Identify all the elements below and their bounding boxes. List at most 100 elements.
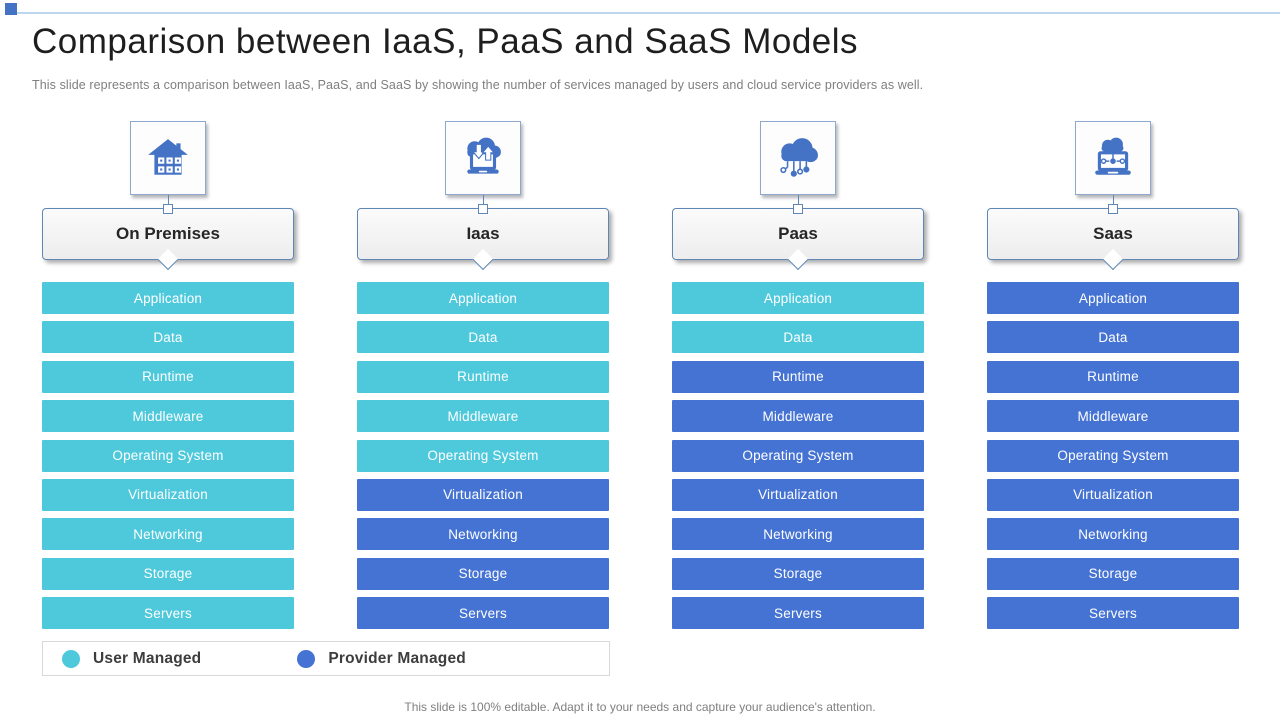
callout-notch <box>157 248 179 271</box>
connector-line <box>797 195 799 204</box>
column-paas: Paas Application Data Runtime Middleware… <box>672 121 924 630</box>
layer-row-label: Virtualization <box>758 487 838 503</box>
layer-row-application: Application <box>357 282 609 314</box>
layer-row-label: Application <box>448 290 518 306</box>
provider-managed-dot-icon <box>297 649 316 668</box>
layer-row-label: Runtime <box>457 369 509 385</box>
footer-note: This slide is 100% editable. Adapt it to… <box>404 700 876 714</box>
layer-row-label: Application <box>1078 290 1148 306</box>
layer-row-label: Servers <box>459 605 507 621</box>
comparison-columns: On Premises Application Data Runtime Mid… <box>42 121 1239 630</box>
user-managed-dot-icon <box>62 649 80 668</box>
layer-row-virtualization: Virtualization <box>357 478 609 511</box>
connector-line <box>482 195 484 204</box>
layer-row-application: Application <box>987 282 1239 314</box>
layer-row-networking: Networking <box>42 518 294 551</box>
iaas-icon-box <box>445 121 521 195</box>
layer-row-networking: Networking <box>672 518 924 551</box>
accent-square <box>5 3 17 15</box>
column-iaas: Iaas Application Data Runtime Middleware… <box>357 121 609 630</box>
layer-row-networking: Networking <box>987 518 1239 551</box>
layer-row-label: Networking <box>1078 526 1148 542</box>
column-header-iaas: Iaas <box>357 208 609 271</box>
layer-row-label: Runtime <box>1087 369 1139 385</box>
callout-notch <box>787 248 809 271</box>
connector-line <box>1112 195 1114 204</box>
layer-row-label: Storage <box>1088 566 1138 582</box>
layer-stack: Application Data Runtime Middleware Oper… <box>987 282 1239 630</box>
connector-square <box>1108 204 1118 214</box>
accent-line <box>17 12 1280 14</box>
layer-row-middleware: Middleware <box>42 400 294 433</box>
layer-row-operating-system: Operating System <box>42 439 294 472</box>
layer-row-label: Storage <box>458 566 508 582</box>
layer-row-label: Servers <box>1089 605 1137 621</box>
layer-row-label: Data <box>153 329 183 345</box>
layer-row-servers: Servers <box>987 597 1239 630</box>
connector-square <box>163 204 173 214</box>
callout-notch <box>472 248 494 271</box>
layer-row-application: Application <box>672 282 924 314</box>
building-icon <box>145 135 191 181</box>
column-header-label: Paas <box>778 224 818 243</box>
layer-row-label: Networking <box>763 526 833 542</box>
layer-stack: Application Data Runtime Middleware Oper… <box>672 282 924 630</box>
saas-icon-box <box>1075 121 1151 195</box>
column-header-label: Saas <box>1093 224 1133 243</box>
on-premises-icon-box <box>130 121 206 195</box>
laptop-cloud-icon <box>1090 135 1136 181</box>
layer-row-servers: Servers <box>42 597 294 630</box>
layer-row-label: Operating System <box>742 448 854 464</box>
layer-row-storage: Storage <box>987 557 1239 590</box>
layer-row-operating-system: Operating System <box>357 439 609 472</box>
layer-row-virtualization: Virtualization <box>42 478 294 511</box>
layer-row-label: Middleware <box>762 408 834 424</box>
layer-row-label: Storage <box>773 566 823 582</box>
column-header-label: Iaas <box>466 224 500 243</box>
column-on-premises: On Premises Application Data Runtime Mid… <box>42 121 294 630</box>
legend-item-provider-managed: Provider Managed <box>297 649 466 668</box>
layer-row-runtime: Runtime <box>672 360 924 393</box>
layer-row-data: Data <box>987 321 1239 354</box>
layer-row-operating-system: Operating System <box>987 439 1239 472</box>
legend-item-user-managed: User Managed <box>62 649 202 668</box>
layer-row-runtime: Runtime <box>987 360 1239 393</box>
connector-square <box>793 204 803 214</box>
layer-row-label: Data <box>783 329 813 345</box>
column-saas: Saas Application Data Runtime Middleware… <box>987 121 1239 630</box>
layer-row-label: Networking <box>448 526 518 542</box>
cloud-transfer-laptop-icon <box>460 135 506 181</box>
layer-row-data: Data <box>42 321 294 354</box>
layer-row-storage: Storage <box>42 557 294 590</box>
layer-row-label: Virtualization <box>128 487 208 503</box>
layer-row-label: Middleware <box>132 408 204 424</box>
layer-row-label: Application <box>133 290 203 306</box>
layer-stack: Application Data Runtime Middleware Oper… <box>42 282 294 630</box>
layer-row-networking: Networking <box>357 518 609 551</box>
layer-row-servers: Servers <box>672 597 924 630</box>
layer-stack: Application Data Runtime Middleware Oper… <box>357 282 609 630</box>
layer-row-label: Application <box>763 290 833 306</box>
connector-square <box>478 204 488 214</box>
layer-row-label: Networking <box>133 526 203 542</box>
layer-row-storage: Storage <box>672 557 924 590</box>
layer-row-label: Virtualization <box>443 487 523 503</box>
layer-row-label: Middleware <box>447 408 519 424</box>
cloud-network-icon <box>775 135 821 181</box>
paas-icon-box <box>760 121 836 195</box>
legend-label: User Managed <box>93 649 202 667</box>
layer-row-storage: Storage <box>357 557 609 590</box>
layer-row-data: Data <box>357 321 609 354</box>
connector-line <box>167 195 169 204</box>
layer-row-label: Operating System <box>112 448 224 464</box>
legend-label: Provider Managed <box>328 649 466 667</box>
layer-row-label: Operating System <box>1057 448 1169 464</box>
layer-row-label: Servers <box>774 605 822 621</box>
column-header-label: On Premises <box>116 224 220 243</box>
column-header-on-premises: On Premises <box>42 208 294 271</box>
layer-row-virtualization: Virtualization <box>987 478 1239 511</box>
layer-row-operating-system: Operating System <box>672 439 924 472</box>
layer-row-label: Servers <box>144 605 192 621</box>
column-header-paas: Paas <box>672 208 924 271</box>
